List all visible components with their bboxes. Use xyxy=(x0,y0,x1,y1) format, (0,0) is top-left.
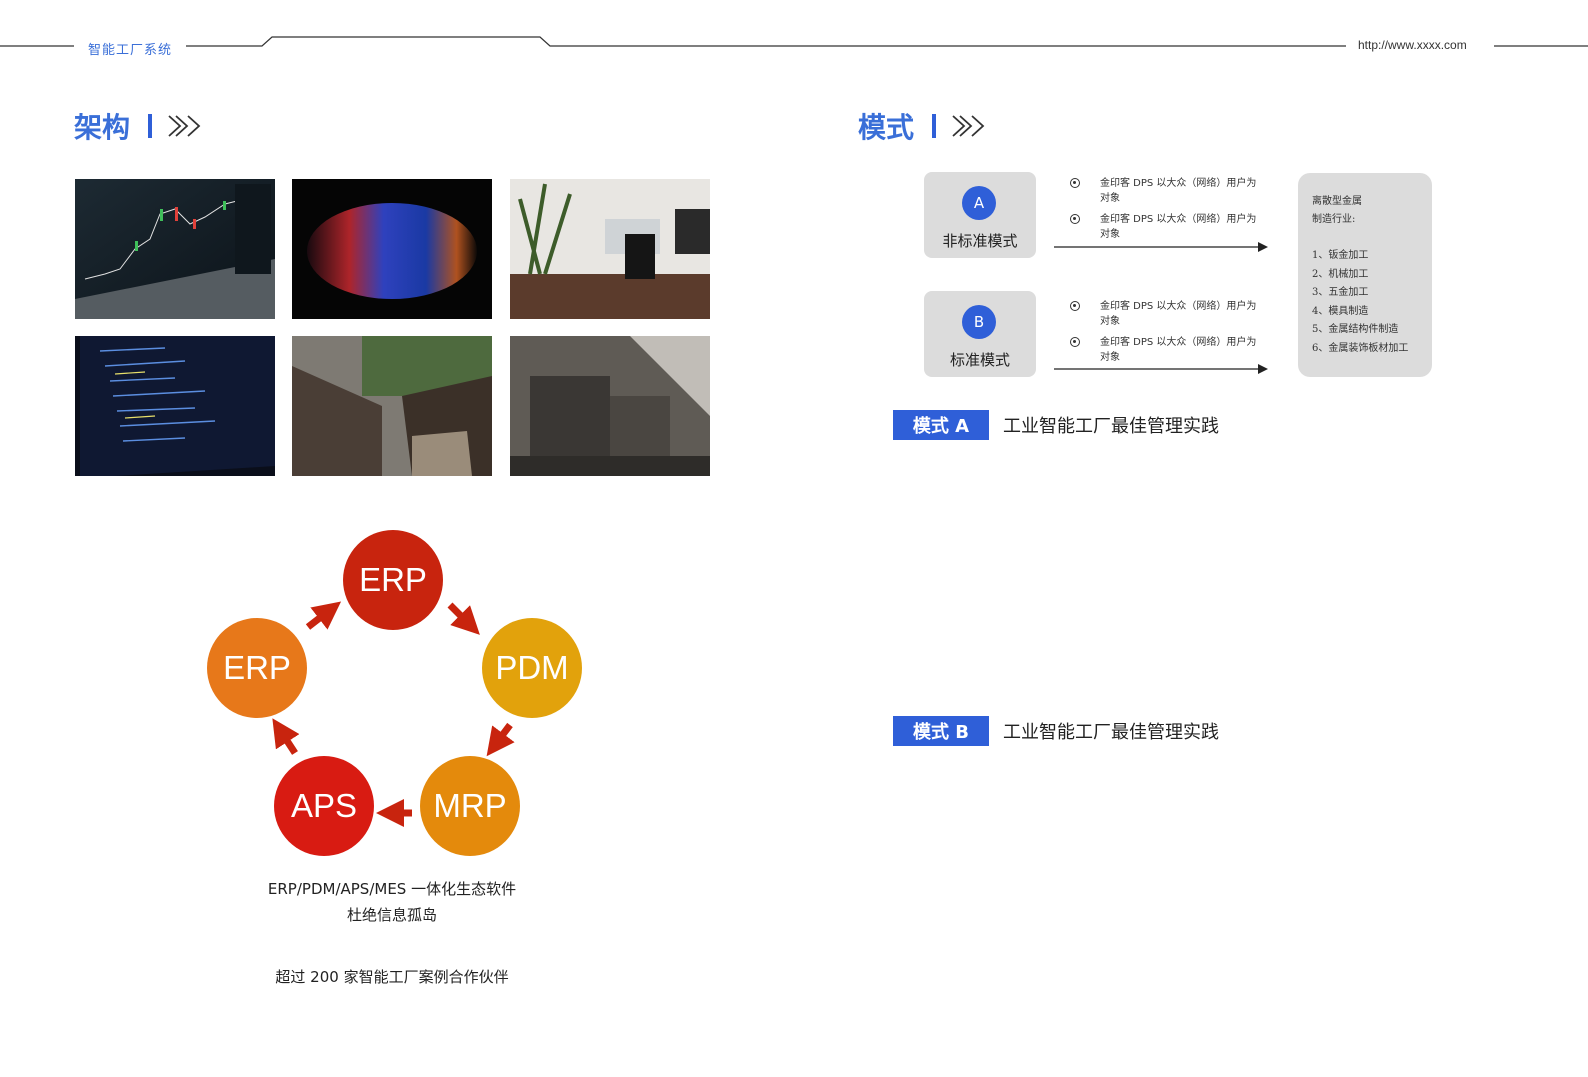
industry-item: 2、机械加工 xyxy=(1312,268,1369,280)
mode-b-banner-text: 工业智能工厂最佳管理实践 xyxy=(1003,722,1219,743)
double-chevron-icon xyxy=(952,115,985,137)
header-line xyxy=(0,36,1588,47)
mode-a-label: 非标准模式 xyxy=(942,232,1018,250)
photo-code-laptop xyxy=(75,336,275,476)
mode-b-arrow xyxy=(1054,364,1268,374)
industry-intro: 离散型金属 制造行业: xyxy=(1312,196,1362,225)
mode-b-badge: B xyxy=(962,305,996,339)
mode-a-box: A 非标准模式 xyxy=(924,172,1036,258)
cycle-node-mrp: MRP xyxy=(420,756,520,856)
process-diagram-a xyxy=(993,458,1353,678)
mode-b-bullet-2: 金印客 DPS 以大众（网络）用户为对象 xyxy=(1100,337,1257,363)
mode-b-box: B 标准模式 xyxy=(924,291,1036,377)
heading-bar xyxy=(932,114,937,138)
architecture-heading: 架构 xyxy=(74,106,206,146)
mode-b-banner: 模式 B 工业智能工厂最佳管理实践 xyxy=(893,716,1219,746)
cycle-node-erp-top: ERP xyxy=(343,530,443,630)
target-icon xyxy=(1070,214,1080,224)
mode-a-banner-text: 工业智能工厂最佳管理实践 xyxy=(1003,416,1219,437)
mode-a-bullet-2: 金印客 DPS 以大众（网络）用户为对象 xyxy=(1100,214,1257,240)
system-cycle-diagram: ERP PDM MRP APS ERP xyxy=(180,515,610,856)
photo-factory xyxy=(510,336,710,476)
mode-b-tag: 模式 B xyxy=(893,716,989,746)
mode-b-bullet-1: 金印客 DPS 以大众（网络）用户为对象 xyxy=(1100,301,1257,327)
cycle-node-aps: APS xyxy=(274,756,374,856)
photo-trading-chart xyxy=(75,179,275,319)
process-diagram-b xyxy=(993,766,1353,986)
double-chevron-icon xyxy=(168,115,201,137)
photo-rooftops xyxy=(292,336,492,476)
target-icon xyxy=(1070,301,1080,311)
industry-item: 5、金属结构件制造 xyxy=(1312,324,1399,335)
target-icon xyxy=(1070,337,1080,347)
mode-a-badge: A xyxy=(962,186,996,220)
mode-a-arrow xyxy=(1054,242,1268,252)
industry-item: 4、模具制造 xyxy=(1312,305,1369,317)
photo-office xyxy=(510,179,710,319)
mode-title: 模式 xyxy=(858,111,915,144)
industry-box: 离散型金属 制造行业: 1、钣金加工 2、机械加工 3、五金加工 4、模具制造 … xyxy=(1298,173,1432,377)
target-icon xyxy=(1070,178,1080,188)
header-title: 智能工厂系统 xyxy=(88,43,173,58)
industry-item: 1、钣金加工 xyxy=(1312,250,1369,261)
mode-a-bullet-1: 金印客 DPS 以大众（网络）用户为对象 xyxy=(1100,178,1257,204)
heading-bar xyxy=(148,114,153,138)
photo-led-screen xyxy=(292,179,492,319)
mode-a-tag: 模式 A xyxy=(893,410,989,440)
architecture-title: 架构 xyxy=(74,111,131,144)
mode-heading: 模式 xyxy=(858,106,990,146)
caption-line2: 杜绝信息孤岛 xyxy=(346,906,437,924)
mode-b-label: 标准模式 xyxy=(949,351,1010,369)
caption-line3: 超过 200 家智能工厂案例合作伙伴 xyxy=(275,968,509,986)
industry-item: 6、金属装饰板材加工 xyxy=(1312,342,1409,354)
cycle-node-erp-left: ERP xyxy=(207,618,307,718)
mode-a-banner: 模式 A 工业智能工厂最佳管理实践 xyxy=(893,410,1219,440)
caption-line1: ERP/PDM/APS/MES 一体化生态软件 xyxy=(267,880,517,898)
cycle-node-pdm: PDM xyxy=(482,618,582,718)
header-url[interactable]: http://www.xxxx.com xyxy=(1358,38,1467,52)
cycle-arrows xyxy=(272,601,515,827)
industry-item: 3、五金加工 xyxy=(1312,287,1369,298)
